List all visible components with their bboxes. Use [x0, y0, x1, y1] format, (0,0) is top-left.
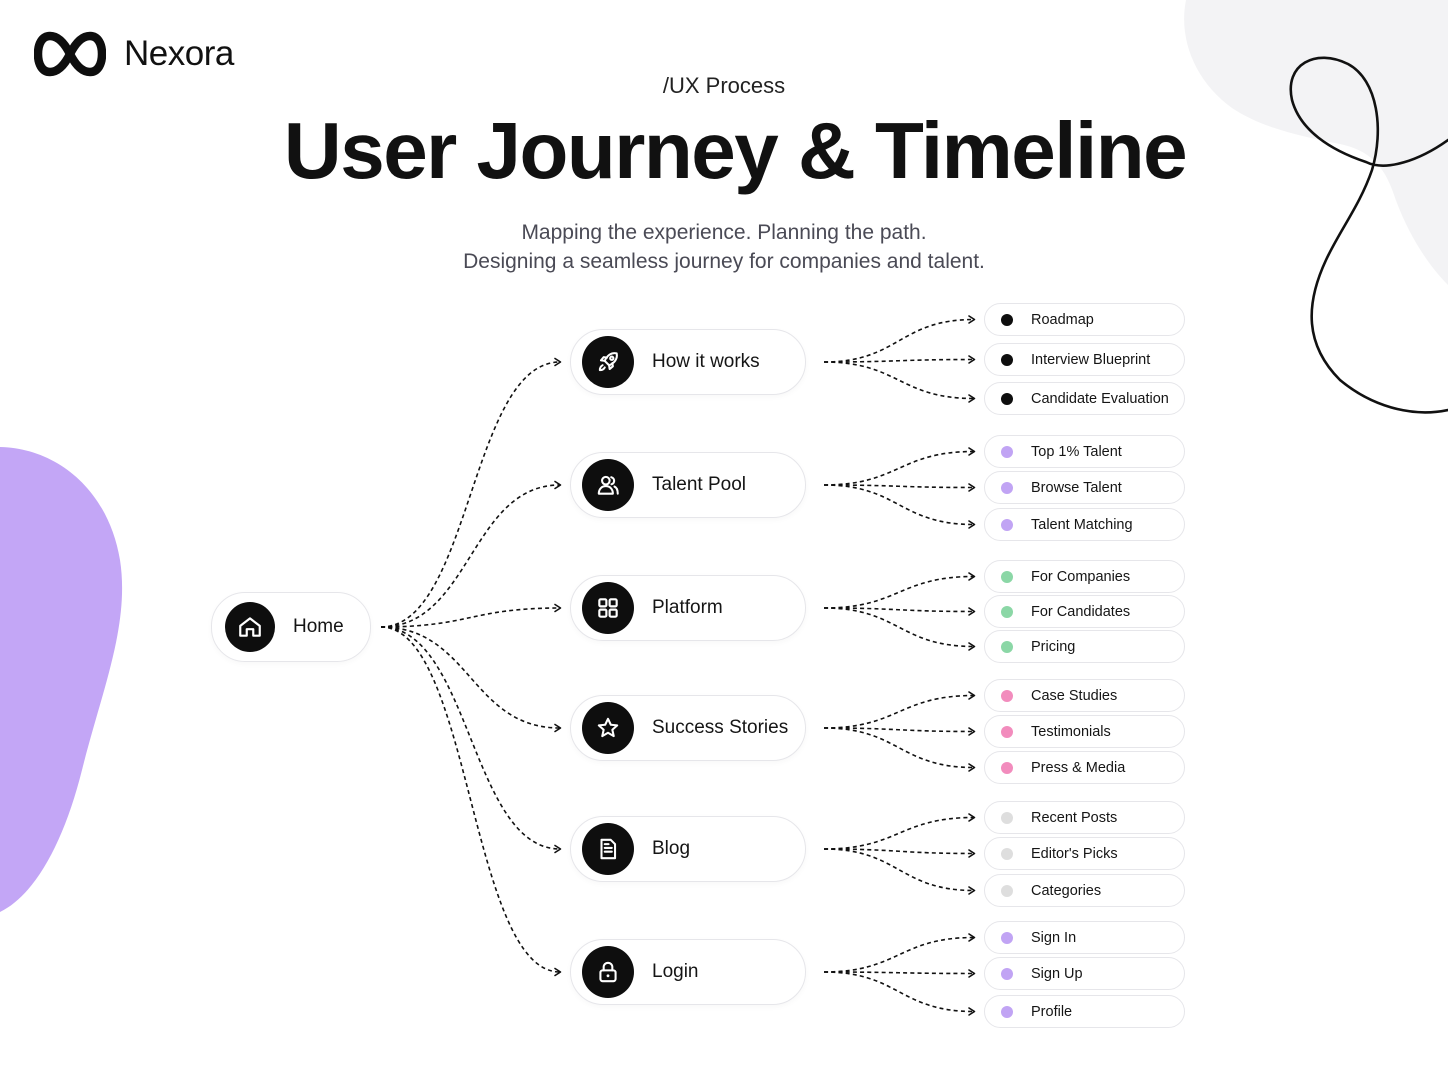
- loop-line-shape: [1289, 56, 1448, 414]
- lock-icon: [582, 946, 634, 998]
- leaf-label: Talent Matching: [1031, 516, 1133, 533]
- leaf-label: Browse Talent: [1031, 479, 1122, 496]
- leaf-item[interactable]: Top 1% Talent: [984, 435, 1185, 468]
- leaf-item[interactable]: Profile: [984, 995, 1185, 1028]
- brand-name: Nexora: [124, 34, 234, 73]
- subtitle-line-1: Mapping the experience. Planning the pat…: [521, 221, 927, 244]
- section-label: Talent Pool: [652, 474, 747, 495]
- section-blog[interactable]: Blog: [570, 816, 806, 882]
- status-dot: [1001, 1005, 1013, 1018]
- leaf-item[interactable]: Talent Matching: [984, 508, 1185, 541]
- leaf-label: Pricing: [1031, 638, 1076, 655]
- leaf-label: Press & Media: [1031, 759, 1126, 776]
- section-talent-pool[interactable]: Talent Pool: [570, 452, 806, 518]
- status-dot: [1001, 847, 1013, 860]
- gray-blob-shape: [1184, 0, 1448, 285]
- leaf-item[interactable]: Sign In: [984, 921, 1185, 954]
- leaf-item[interactable]: Browse Talent: [984, 471, 1185, 504]
- leaf-item[interactable]: Case Studies: [984, 679, 1185, 712]
- status-dot: [1001, 725, 1013, 738]
- leaf-item[interactable]: Roadmap: [984, 303, 1185, 336]
- infinity-logo-icon: [34, 31, 106, 77]
- status-dot: [1001, 689, 1013, 702]
- status-dot: [1001, 605, 1013, 618]
- leaf-item[interactable]: Interview Blueprint: [984, 343, 1185, 376]
- section-login[interactable]: Login: [570, 939, 806, 1005]
- leaf-item[interactable]: Recent Posts: [984, 801, 1185, 834]
- status-dot: [1001, 353, 1013, 366]
- leaf-label: For Candidates: [1031, 603, 1131, 620]
- status-dot: [1001, 392, 1013, 405]
- leaf-item[interactable]: For Candidates: [984, 595, 1185, 628]
- leaf-label: Recent Posts: [1031, 809, 1118, 826]
- status-dot: [1001, 931, 1013, 944]
- status-dot: [1001, 313, 1013, 326]
- leaf-label: Sign In: [1031, 929, 1077, 946]
- leaf-label: For Companies: [1031, 568, 1131, 585]
- leaf-item[interactable]: Testimonials: [984, 715, 1185, 748]
- status-dot: [1001, 884, 1013, 897]
- leaf-item[interactable]: Pricing: [984, 630, 1185, 663]
- purple-blob-shape: [0, 447, 123, 912]
- status-dot: [1001, 570, 1013, 583]
- section-platform[interactable]: Platform: [570, 575, 806, 641]
- leaf-label: Top 1% Talent: [1031, 443, 1122, 460]
- rocket-icon: [582, 336, 634, 388]
- leaf-label: Interview Blueprint: [1031, 351, 1151, 368]
- section-label: How it works: [652, 351, 760, 372]
- subtitle-line-2: Designing a seamless journey for compani…: [463, 250, 985, 273]
- section-label: Blog: [652, 838, 691, 859]
- status-dot: [1001, 445, 1013, 458]
- document-icon: [582, 823, 634, 875]
- home-icon: [225, 602, 275, 652]
- status-dot: [1001, 761, 1013, 774]
- leaf-label: Roadmap: [1031, 311, 1094, 328]
- leaf-label: Candidate Evaluation: [1031, 390, 1169, 407]
- section-how-it-works[interactable]: How it works: [570, 329, 806, 395]
- leaf-item[interactable]: Sign Up: [984, 957, 1185, 990]
- section-success-stories[interactable]: Success Stories: [570, 695, 806, 761]
- status-dot: [1001, 518, 1013, 531]
- leaf-item[interactable]: For Companies: [984, 560, 1185, 593]
- status-dot: [1001, 811, 1013, 824]
- home-node[interactable]: Home: [211, 592, 371, 662]
- leaf-item[interactable]: Editor's Picks: [984, 837, 1185, 870]
- section-label: Login: [652, 961, 699, 982]
- leaf-label: Sign Up: [1031, 965, 1083, 982]
- leaf-label: Case Studies: [1031, 687, 1118, 704]
- brand-logo[interactable]: Nexora: [34, 28, 234, 80]
- status-dot: [1001, 481, 1013, 494]
- leaf-label: Categories: [1031, 882, 1102, 899]
- grid-icon: [582, 582, 634, 634]
- page-subtitle: Mapping the experience. Planning the pat…: [0, 218, 1448, 276]
- star-icon: [582, 702, 634, 754]
- page-title: User Journey & Timeline: [283, 106, 1188, 195]
- leaf-label: Profile: [1031, 1003, 1073, 1020]
- home-label: Home: [293, 616, 344, 637]
- section-eyebrow: /UX Process: [662, 73, 786, 98]
- users-icon: [582, 459, 634, 511]
- leaf-item[interactable]: Candidate Evaluation: [984, 382, 1185, 415]
- leaf-item[interactable]: Press & Media: [984, 751, 1185, 784]
- section-label: Platform: [652, 597, 723, 618]
- status-dot: [1001, 640, 1013, 653]
- leaf-label: Testimonials: [1031, 723, 1111, 740]
- section-label: Success Stories: [652, 717, 789, 738]
- leaf-item[interactable]: Categories: [984, 874, 1185, 907]
- leaf-label: Editor's Picks: [1031, 845, 1118, 862]
- status-dot: [1001, 967, 1013, 980]
